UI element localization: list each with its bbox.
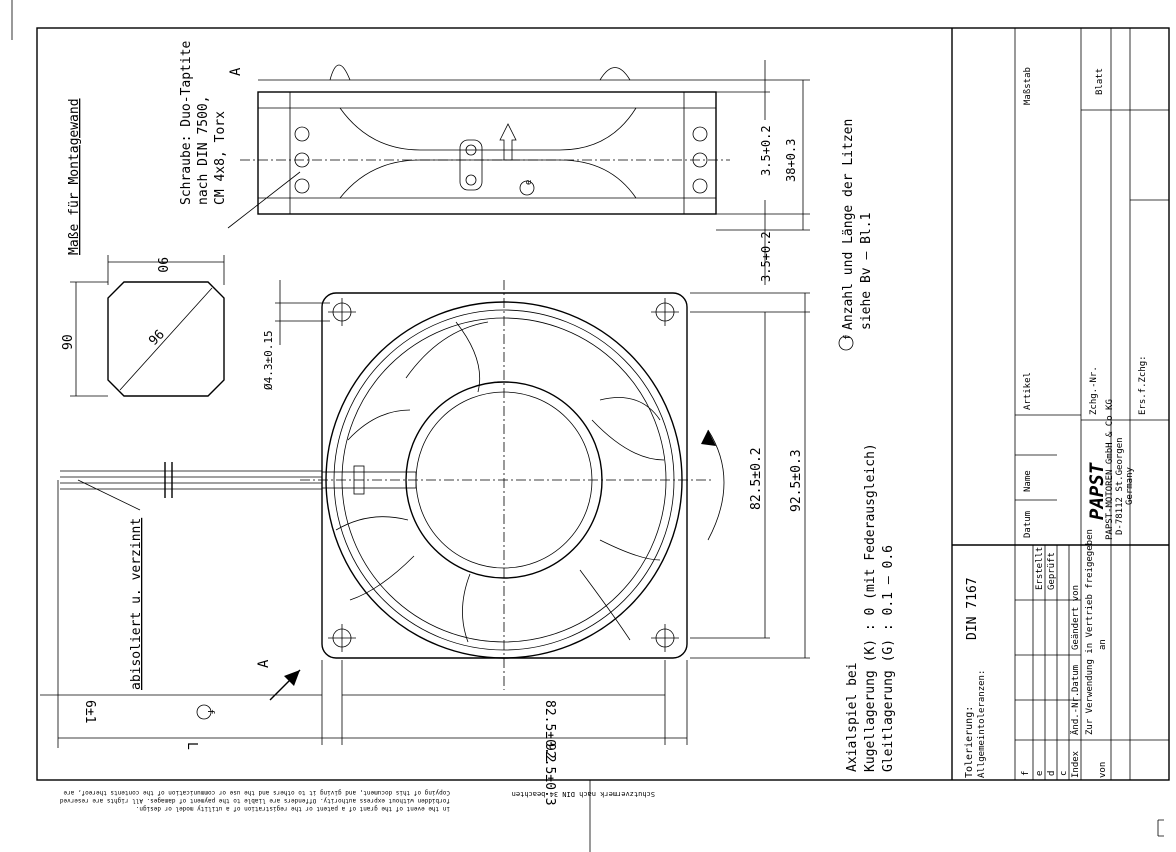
fan-side-view (240, 64, 730, 215)
dimension-lines-side (716, 60, 810, 285)
company-address: D-78112 St.Georgen (1115, 437, 1125, 535)
revision-letter-e: e (1035, 771, 1045, 776)
column-datum: Datum (1023, 511, 1033, 538)
ers-zchg-label: Ers.f.Zchg: (1138, 355, 1148, 415)
column-geaendert-von: Geändert von (1071, 585, 1081, 650)
wire-stripping-note: abisoliert u. verzinnt (129, 518, 144, 690)
screw-spec-line1: Schraube: Duo-Taptite (179, 40, 194, 205)
view-a-label-top: A (228, 67, 244, 76)
dim-925-bottom: 92.5±0.3 (542, 743, 557, 806)
dim-825-bottom: 82.5±0.2 (542, 700, 557, 763)
mounting-cutout (70, 255, 225, 397)
dim-6: 6±1 (82, 700, 97, 723)
axial-play-line2: Kugellagerung (K) : 0 (mit Federausgleic… (863, 443, 878, 772)
mounting-wall-label: Maße für Montagewand (67, 98, 82, 255)
artikel-label: Artikel (1023, 372, 1033, 410)
drawing-frame (36, 27, 1170, 781)
axial-play-line3: Gleitlagerung (G) : 0.1 – 0.6 (881, 545, 896, 772)
papst-logo: PAPST (1086, 462, 1108, 520)
dimension-lines-front (40, 280, 810, 748)
dim-hole-diameter: Ø4.3±0.15 (262, 330, 275, 390)
corner-mark (1157, 819, 1164, 837)
marker-e-circle (519, 180, 535, 196)
dim-35-upper: 3.5+0.2 (759, 125, 773, 176)
mounting-hole-bottom-left (328, 624, 356, 652)
release-von: von (1098, 762, 1108, 778)
copyright-line1: Copying of this document, and giving it … (63, 789, 450, 796)
dim-925-right: 92.5±0.3 (789, 449, 804, 512)
dim-96-diagonal: 96 (146, 327, 168, 349)
marker-f-note: f (843, 335, 853, 340)
screw-leader (227, 171, 301, 229)
fan-cable (60, 462, 322, 511)
revision-letter-c: c (1059, 771, 1069, 776)
dim-90-horizontal: 90 (154, 257, 169, 273)
zchg-nr-label: Zchg.-Nr. (1089, 366, 1099, 415)
tolerance-label: Tolerierung: (964, 706, 975, 778)
fan-front-view (300, 280, 712, 690)
dim-35-lower: 3.5+0.2 (759, 231, 773, 282)
title-block (952, 28, 1169, 780)
rotation-arrowhead (701, 430, 716, 446)
dim-L: L (184, 742, 199, 750)
mounting-hole-top-left (328, 298, 356, 326)
dim-825-right: 82.5±0.2 (749, 447, 764, 510)
marker-e: e (524, 180, 534, 185)
dim-38: 38+0.3 (784, 139, 798, 182)
marker-f-bottom: f (205, 709, 215, 714)
leads-note-line2: siehe Bv – Bl.1 (859, 213, 874, 330)
screw-spec-line2: nach DIN 7500, (196, 95, 211, 205)
revision-letter-f: f (1021, 771, 1031, 776)
copyright-line3: in the event of the grant of a patent or… (136, 805, 450, 812)
mounting-hole-bottom-right (651, 624, 679, 652)
company-country: Germany (1125, 466, 1135, 505)
column-aend-nr: Änd.-Nr. (1070, 692, 1081, 735)
dim-90-vertical: 90 (61, 334, 76, 350)
massstab-label: Maßstab (1023, 67, 1033, 105)
company-name: PAPST-MOTOREN GmbH & Co KG (1105, 399, 1115, 540)
leads-note-line1: Anzahl und Länge der Litzen (841, 119, 856, 330)
mounting-hole-top-right (651, 298, 679, 326)
screw-spec-line3: CM 4x8, Torx (213, 111, 228, 205)
row-erstellt: Erstellt (1035, 547, 1045, 590)
copyright-line2: forbidden without express authority. Off… (59, 797, 450, 804)
marker-f-note-circle (838, 335, 854, 351)
axial-play-line1: Axialspiel bei (845, 662, 860, 772)
release-note: Zur Verwendung in Vertrieb freigegeben (1085, 529, 1095, 735)
blatt-label: Blatt (1095, 68, 1105, 95)
general-tolerance-label: Allgemeintoleranzen: (977, 670, 987, 778)
rotation-arrow (707, 429, 725, 541)
column-index: Index (1071, 750, 1081, 778)
release-an: an (1098, 639, 1108, 650)
protection-note: Schutzvermerk nach DIN 34 beachten (512, 790, 655, 798)
view-a-arrowhead (284, 670, 300, 686)
din-reference: DIN 7167 (965, 577, 980, 640)
marker-f-bottom-circle (196, 704, 212, 720)
row-geprueft: Geprüft (1047, 552, 1057, 590)
revision-letter-d: d (1047, 771, 1057, 776)
view-a-label-bottom: A (256, 659, 272, 668)
column-datum-revision: Datum (1071, 665, 1081, 692)
column-name: Name (1023, 470, 1033, 492)
